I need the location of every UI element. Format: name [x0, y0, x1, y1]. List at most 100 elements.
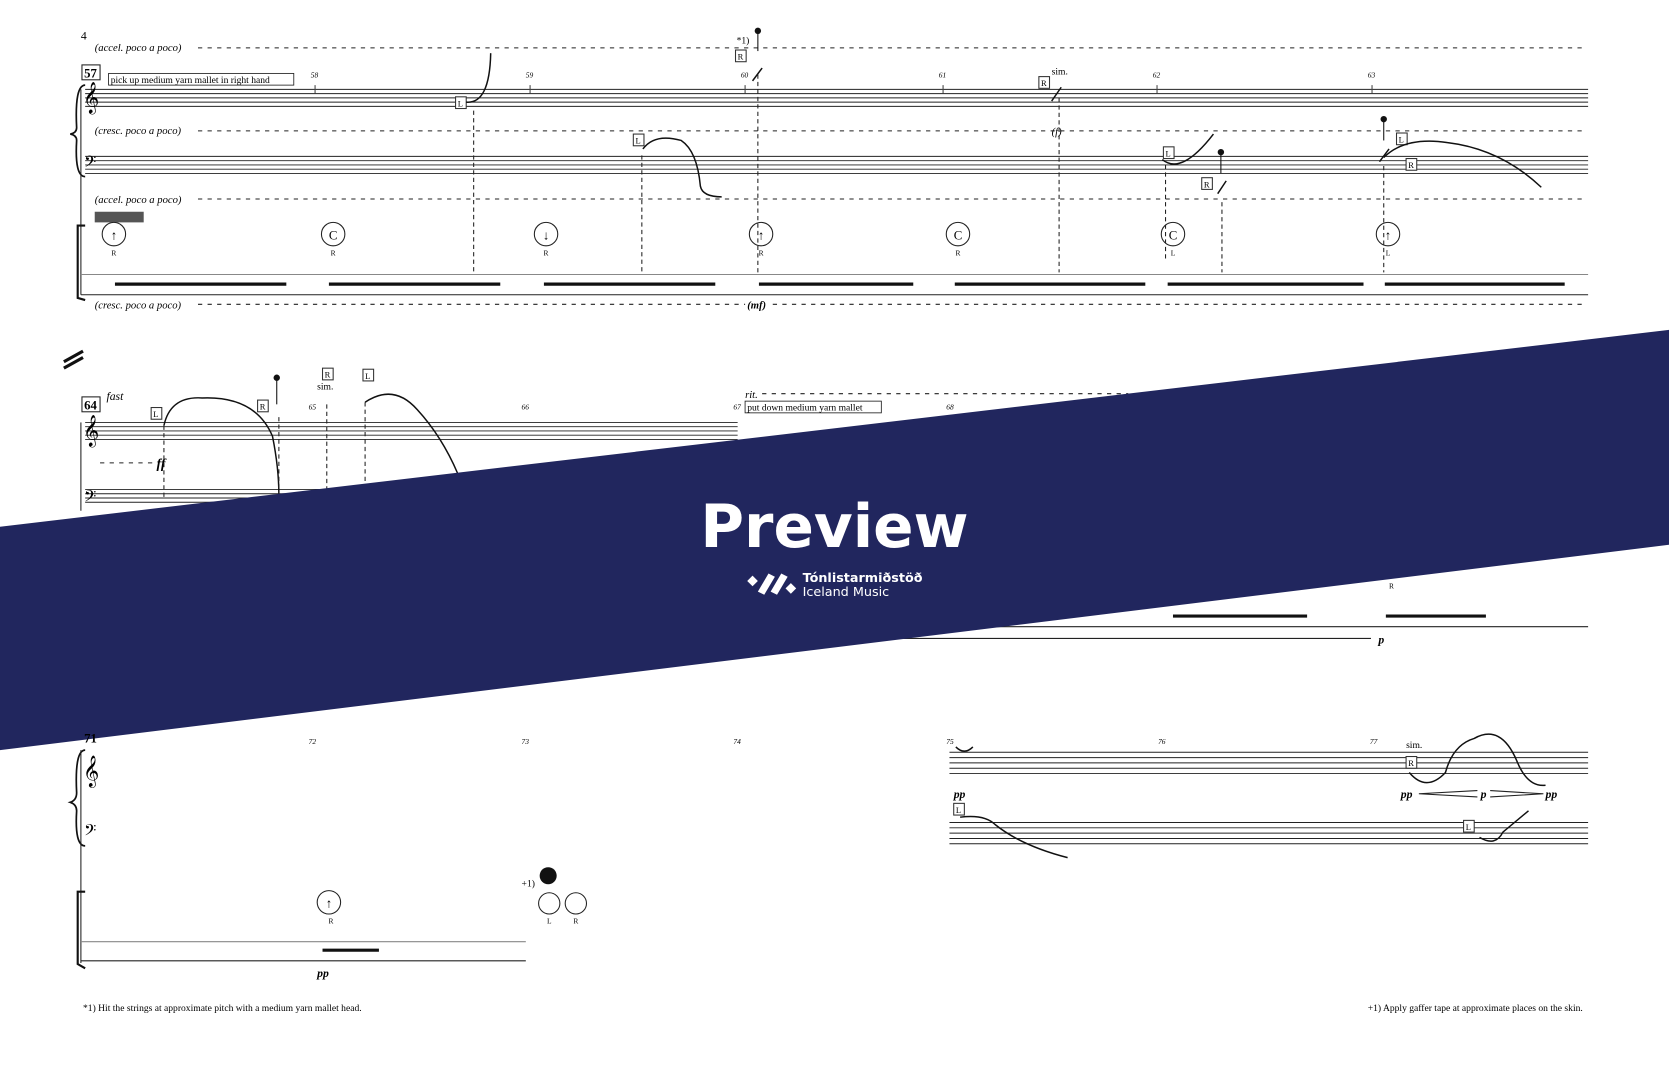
score-text: L: [153, 409, 158, 419]
score-text: R: [738, 52, 744, 62]
perc-note: ↑L: [1375, 221, 1401, 257]
rit-marking: rit.: [745, 390, 758, 401]
score-text: 67: [733, 403, 741, 412]
rehearsal-number: 64: [84, 399, 97, 413]
score-text: R: [1408, 758, 1414, 768]
score-text: 60: [741, 71, 749, 80]
score-mark: [1418, 790, 1544, 798]
score-text: R: [1041, 78, 1047, 88]
treble-clef-icon: 𝄞: [83, 414, 99, 447]
score-text: sim.: [1406, 740, 1422, 751]
measure-numbers: 58 59 60 61 62 63: [311, 71, 1376, 80]
score-text: L: [547, 917, 552, 926]
score-mark: [1383, 140, 1542, 188]
score-mark: [1161, 133, 1215, 165]
preview-watermark-banner: Preview Tónlistarmiðstöð Iceland Music: [0, 329, 1669, 751]
dynamic-mf: (mf): [747, 301, 766, 312]
score-text: pp: [1545, 788, 1558, 801]
score-mark: [108, 72, 295, 86]
hand-boxes: L L R R L R L R: [455, 49, 1418, 190]
score-text: L: [956, 805, 961, 815]
perc-note: ↑R: [748, 221, 774, 257]
score-mark: [632, 133, 645, 147]
system-3: 71 𝄞 𝄢 72 73 74 75 76 77 ↑R pp +1) L R p…: [67, 732, 1589, 980]
score-mark: [1405, 158, 1418, 171]
score-mark: [1479, 810, 1529, 842]
score-text: R: [1204, 179, 1210, 189]
score-mark: [960, 815, 1068, 859]
score-text: ↑: [758, 228, 764, 242]
perc-note: ↓R: [533, 221, 559, 257]
score-text: R: [260, 402, 266, 412]
score-mark: [320, 221, 346, 247]
score-mark: [321, 367, 334, 381]
score-mark: [747, 575, 758, 587]
rehearsal-box: [81, 64, 101, 81]
score-text: R: [329, 917, 334, 926]
score-text: 59: [526, 71, 534, 80]
score-mark: [67, 749, 86, 847]
percussion-strokes: ↑R CR ↓R ↑R CR CL ↑L: [101, 221, 1401, 257]
system-1: 4 (accel. poco a poco) 57 pick up medium…: [70, 27, 1589, 312]
score-text: p: [1480, 788, 1487, 801]
accel-marking: (accel. poco a poco): [95, 43, 182, 54]
perc-note: ↑R: [101, 221, 127, 257]
accel-marking-2: (accel. poco a poco): [95, 195, 182, 206]
score-text: L: [1466, 822, 1471, 832]
score-text: 77: [1370, 737, 1378, 746]
score-mark: [163, 397, 280, 495]
score-mark: L R L: [953, 756, 1475, 833]
dynamic-pp: pp: [316, 967, 329, 980]
score-mark: [1463, 819, 1475, 833]
score-text: L: [1399, 135, 1404, 145]
sim-marking: sim.: [317, 381, 333, 392]
score-text: C: [954, 228, 963, 242]
score-mark: [316, 890, 342, 915]
brace: [70, 84, 86, 178]
score-text: ↑: [326, 897, 332, 911]
cresc-marking: (cresc. poco a poco): [95, 126, 182, 137]
score-text: 72: [309, 737, 317, 746]
score-mark: [1217, 148, 1225, 156]
score-text: pp: [953, 788, 966, 801]
score-text: 65: [309, 403, 317, 412]
preview-title: Preview: [700, 493, 968, 562]
score-mark: [955, 746, 974, 752]
score-text: R: [331, 248, 336, 257]
perc-hand-label: R: [1389, 581, 1394, 590]
score-mark: [1408, 733, 1546, 787]
score-mark: [257, 399, 269, 413]
score-text: R: [1408, 160, 1414, 170]
tape-mark: +1): [522, 878, 535, 889]
tempo-marking: fast: [106, 390, 124, 403]
rehearsal-number: 71: [84, 732, 97, 746]
score-mark: [1380, 115, 1387, 123]
score-text: ↑: [111, 228, 117, 242]
score-mark: [1375, 221, 1401, 247]
score-text: 63: [1368, 71, 1376, 80]
barline-ticks: [314, 85, 1373, 94]
system-2: 64 fast 𝄞 𝄢 ff 65 66 67 68 rit. put down…: [63, 349, 1589, 647]
score-text: 75: [946, 737, 954, 746]
bracket: [76, 224, 86, 302]
dynamic-ff: ff: [156, 456, 166, 471]
score-mark: [564, 892, 588, 915]
score-mark: [1162, 146, 1175, 160]
score-mark: [466, 53, 492, 103]
score-text: L: [458, 98, 463, 108]
score-mark: [76, 890, 86, 970]
score-text: R: [111, 248, 116, 257]
perc-note: ↑R: [316, 890, 342, 926]
score-text: 66: [522, 403, 530, 412]
score-text: 68: [946, 403, 954, 412]
score-mark: [642, 137, 722, 198]
score-mark: [1405, 756, 1418, 769]
dynamic-f: (f): [1052, 127, 1062, 138]
score-mark: [770, 573, 788, 595]
treble-staff: [85, 88, 1589, 107]
score-text: 61: [939, 71, 946, 80]
score-text: 73: [522, 737, 530, 746]
score-mark: [85, 421, 738, 440]
